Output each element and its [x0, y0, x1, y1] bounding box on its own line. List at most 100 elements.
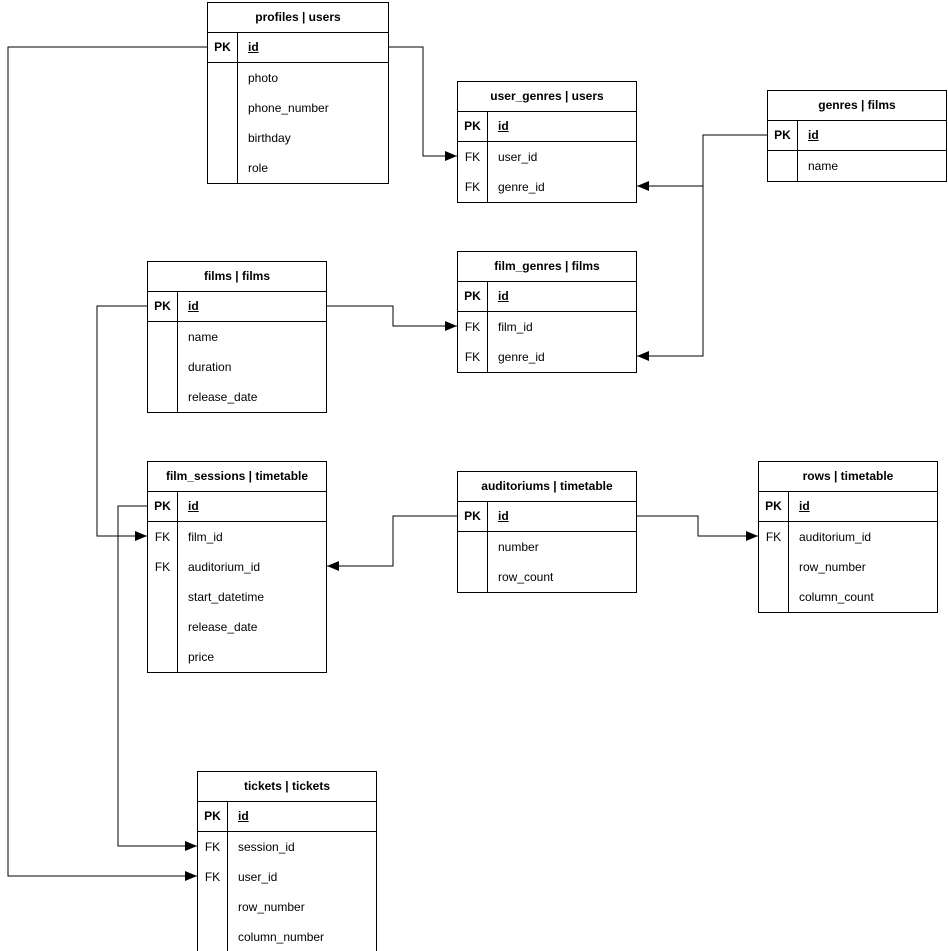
field-name: role	[248, 161, 269, 175]
key-label: PK	[458, 112, 488, 141]
field-row-row_count: row_count	[458, 562, 636, 592]
field-name: film_id	[188, 530, 223, 544]
field-name: id	[188, 299, 199, 313]
key-label: PK	[458, 282, 488, 311]
table-title: auditoriums | timetable	[458, 472, 636, 502]
key-label	[148, 382, 178, 412]
field-name: release_date	[188, 390, 258, 404]
field-name: genre_id	[498, 350, 545, 364]
field-row-birthday: birthday	[208, 123, 388, 153]
key-label	[208, 63, 238, 93]
field-name: price	[188, 650, 215, 664]
relationship-film_sessions.id-to-tickets.session_id[interactable]	[117, 505, 197, 851]
relationship-genres.id-to-user_genres.genre_id[interactable]	[637, 134, 767, 191]
field-row-id: PK id	[458, 282, 636, 312]
key-label: PK	[148, 292, 178, 321]
key-label: PK	[759, 492, 789, 521]
field-row-photo: photo	[208, 63, 388, 93]
field-name: id	[498, 289, 509, 303]
key-label: PK	[148, 492, 178, 521]
table-title: films | films	[148, 262, 326, 292]
relationship-films.id-to-film_sessions.film_id[interactable]	[96, 305, 147, 541]
field-row-duration: duration	[148, 352, 326, 382]
key-label: PK	[208, 33, 238, 62]
key-label: PK	[768, 121, 798, 150]
table-title: tickets | tickets	[198, 772, 376, 802]
field-row-role: role	[208, 153, 388, 183]
key-label: FK	[759, 522, 789, 552]
field-row-column_count: column_count	[759, 582, 937, 612]
field-name: user_id	[238, 870, 278, 884]
field-row-name: name	[148, 322, 326, 352]
field-name: row_number	[799, 560, 866, 574]
key-label	[208, 153, 238, 183]
key-label	[458, 562, 488, 592]
key-label: FK	[198, 832, 228, 862]
relationship-profiles.id-to-user_genres.user_id[interactable]	[389, 46, 457, 161]
field-name: id	[188, 499, 199, 513]
key-label	[148, 642, 178, 672]
relationship-auditoriums.id-to-rows.auditorium_id[interactable]	[637, 515, 758, 541]
key-label	[198, 892, 228, 922]
key-label	[148, 582, 178, 612]
field-name: row_count	[498, 570, 554, 584]
field-row-auditorium_id: FK auditorium_id	[148, 552, 326, 582]
field-name: column_count	[799, 590, 874, 604]
field-row-column_number: column_number	[198, 922, 376, 951]
table-title: genres | films	[768, 91, 946, 121]
field-name: photo	[248, 71, 279, 85]
key-label	[198, 922, 228, 951]
field-name: session_id	[238, 840, 295, 854]
relationship-auditoriums.id-to-film_sessions.auditorium_id[interactable]	[327, 515, 457, 571]
field-row-session_id: FK session_id	[198, 832, 376, 862]
field-row-release_date: release_date	[148, 382, 326, 412]
field-name: birthday	[248, 131, 291, 145]
relationship-profiles.id-to-tickets.user_id[interactable]	[7, 46, 207, 881]
field-name: user_id	[498, 150, 538, 164]
field-name: auditorium_id	[188, 560, 261, 574]
relationship-films.id-to-film_genres.film_id[interactable]	[327, 305, 457, 331]
key-label	[148, 612, 178, 642]
key-label: FK	[458, 312, 488, 342]
key-label	[208, 123, 238, 153]
field-name: film_id	[498, 320, 533, 334]
field-row-row_number: row_number	[198, 892, 376, 922]
field-name: row_number	[238, 900, 305, 914]
table-title: user_genres | users	[458, 82, 636, 112]
key-label: PK	[198, 802, 228, 831]
field-row-id: PK id	[198, 802, 376, 832]
field-name: id	[498, 509, 509, 523]
field-name: id	[498, 119, 509, 133]
key-label: FK	[148, 552, 178, 582]
relationship-genres.id-to-film_genres.genre_id[interactable]	[637, 135, 704, 361]
field-name: phone_number	[248, 101, 329, 115]
field-name: id	[238, 809, 249, 823]
key-label	[768, 151, 798, 181]
table-title: profiles | users	[208, 3, 388, 33]
table-title: film_genres | films	[458, 252, 636, 282]
key-label	[458, 532, 488, 562]
key-label	[148, 352, 178, 382]
field-name: column_number	[238, 930, 325, 944]
field-row-name: name	[768, 151, 946, 181]
field-name: duration	[188, 360, 232, 374]
field-row-id: PK id	[458, 112, 636, 142]
